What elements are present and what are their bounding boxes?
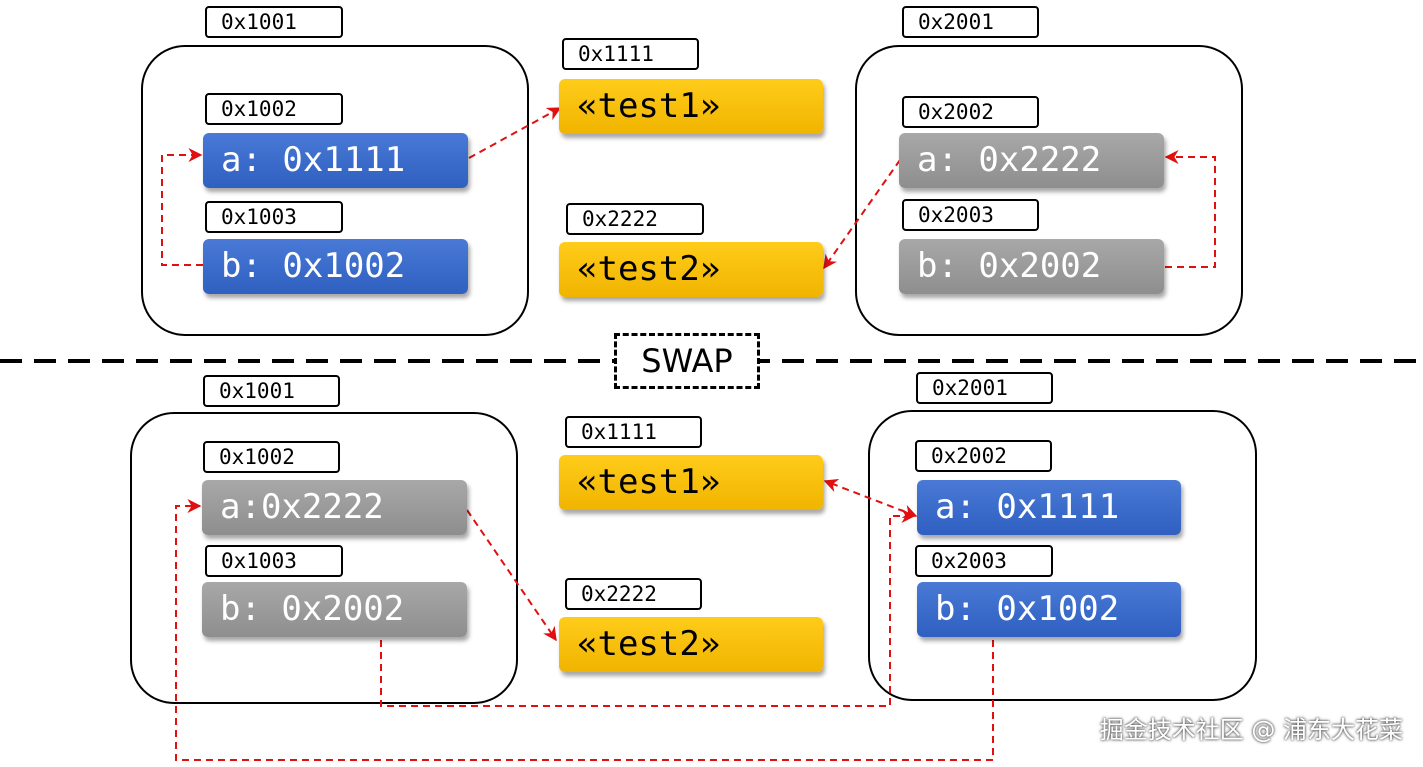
top-right-b-addr: 0x2003 — [902, 199, 1039, 231]
bottom-test2-box: «test2» — [559, 617, 823, 672]
top-left-frame-addr: 0x1001 — [205, 6, 343, 38]
top-test1-addr: 0x1111 — [562, 38, 699, 70]
top-left-var-b: b: 0x1002 — [203, 239, 468, 294]
top-left-b-addr: 0x1003 — [205, 201, 343, 233]
top-test2-box: «test2» — [559, 242, 823, 297]
arrow-top-b-to-a — [161, 148, 203, 266]
arrow-top-right-b-to-a — [1164, 150, 1216, 268]
bottom-right-frame-addr: 0x2001 — [916, 372, 1053, 404]
bottom-right-a-addr: 0x2002 — [915, 440, 1052, 472]
bottom-left-var-b: b: 0x2002 — [202, 582, 467, 637]
bottom-right-b-addr: 0x2003 — [915, 545, 1053, 577]
arrow-bottom-right-b-to-left-a — [175, 499, 994, 761]
bottom-test1-addr: 0x1111 — [565, 416, 702, 448]
swap-label: SWAP — [614, 333, 760, 389]
arrow-bottom-right-a-to-test1 — [823, 478, 918, 519]
top-right-a-addr: 0x2002 — [902, 96, 1039, 128]
top-right-frame-addr: 0x2001 — [902, 6, 1039, 38]
bottom-left-frame-addr: 0x1001 — [203, 375, 340, 407]
bottom-right-var-b: b: 0x1002 — [917, 582, 1181, 637]
bottom-test2-addr: 0x2222 — [565, 578, 702, 610]
bottom-right-var-a: a: 0x1111 — [917, 480, 1181, 535]
top-left-a-addr: 0x1002 — [205, 93, 343, 125]
top-test1-box: «test1» — [559, 79, 823, 134]
arrow-bottom-left-b-to-right-a — [380, 509, 916, 707]
arrow-top-a-to-test1 — [468, 107, 562, 159]
arrow-bottom-left-a-to-test2 — [466, 509, 557, 642]
bottom-test1-box: «test1» — [559, 455, 823, 510]
bottom-left-b-addr: 0x1003 — [205, 545, 343, 577]
top-left-var-a: a: 0x1111 — [203, 133, 468, 188]
bottom-left-var-a: a:0x2222 — [202, 480, 467, 535]
bottom-left-a-addr: 0x1002 — [203, 441, 340, 473]
top-right-var-b: b: 0x2002 — [899, 239, 1164, 294]
top-right-var-a: a: 0x2222 — [899, 133, 1164, 188]
arrow-top-right-a-to-test2 — [823, 159, 901, 270]
top-test2-addr: 0x2222 — [566, 203, 704, 235]
watermark: 掘金技术社区 @ 浦东大花菜 — [1099, 716, 1403, 744]
